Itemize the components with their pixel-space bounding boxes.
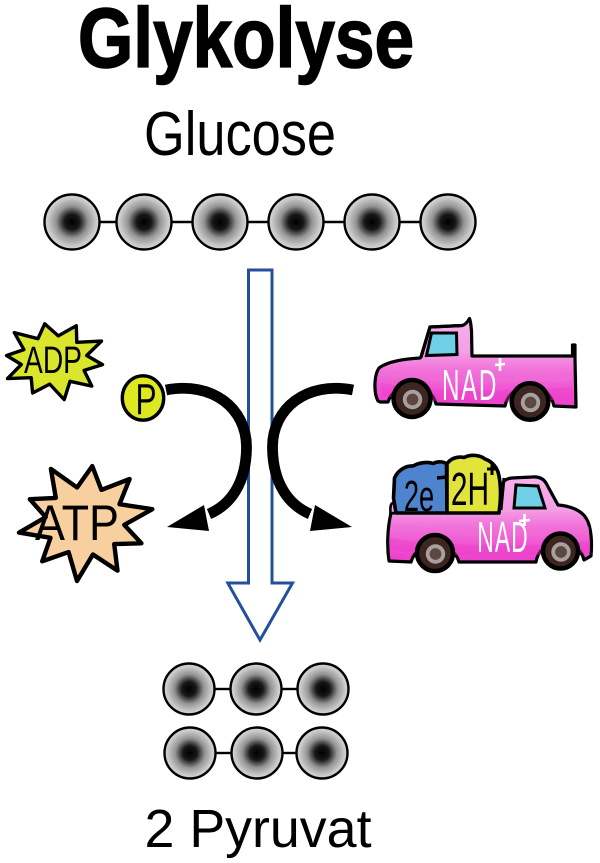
svg-text:ATP: ATP xyxy=(35,495,119,551)
svg-text:P: P xyxy=(135,375,156,424)
svg-text:2H: 2H xyxy=(451,465,489,516)
svg-text:Glykolyse: Glykolyse xyxy=(78,0,414,85)
svg-text:Glucose: Glucose xyxy=(144,100,336,169)
svg-text:2e: 2e xyxy=(404,471,434,520)
svg-text:NAD: NAD xyxy=(442,360,498,410)
svg-text:ADP: ADP xyxy=(24,340,82,382)
svg-text:2 Pyruvat: 2 Pyruvat xyxy=(145,799,372,859)
